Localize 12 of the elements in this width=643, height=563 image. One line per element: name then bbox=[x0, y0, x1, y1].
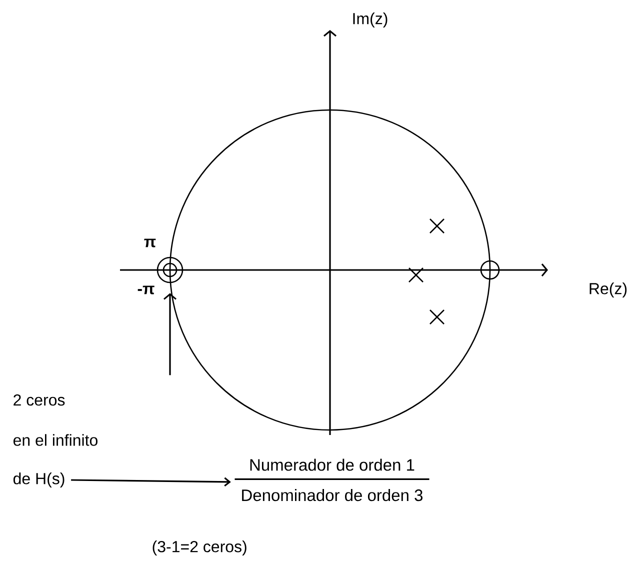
arrow bbox=[164, 293, 177, 376]
axis-label: Re(z) bbox=[590, 282, 627, 298]
fraction: Numerador de orden 1 Denominador de orden 3 bbox=[234, 458, 430, 502]
note-text: (3-1=2 ceros) bbox=[152, 540, 246, 556]
double-zero-mark bbox=[156, 256, 184, 284]
note-text: 2 ceros bbox=[14, 394, 65, 406]
angle-label: π bbox=[144, 238, 156, 248]
arrow bbox=[71, 477, 231, 487]
angle-label: -π bbox=[138, 286, 154, 294]
axis-label: Im(z) bbox=[353, 12, 388, 28]
note-text: de H(s) bbox=[13, 472, 64, 488]
note-text: en el infinito bbox=[13, 434, 98, 446]
